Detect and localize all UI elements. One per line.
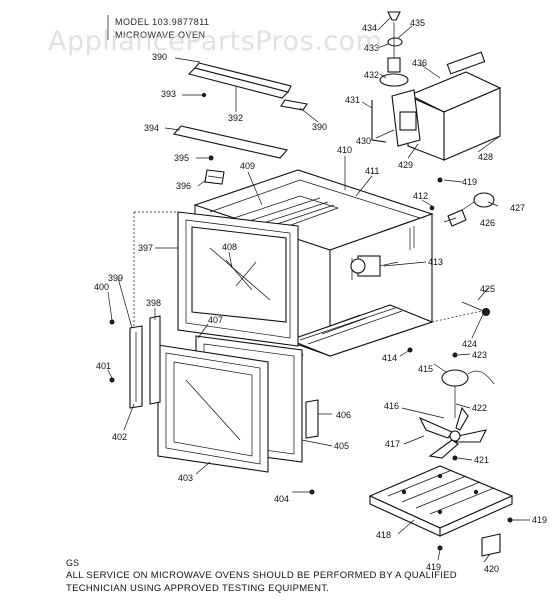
label-404: 404: [274, 494, 289, 504]
label-398: 398: [146, 298, 161, 308]
door-hinge-strip: [129, 315, 161, 409]
label-409: 409: [240, 161, 255, 171]
fan-motor: [441, 369, 495, 418]
trim-end-cap: [280, 99, 308, 111]
label-401: 401: [96, 361, 111, 371]
label-432: 432: [364, 70, 379, 80]
label-424: 424: [462, 339, 477, 349]
door-frame: [177, 211, 299, 347]
label-415: 415: [418, 364, 433, 374]
label-419-top: 419: [462, 177, 477, 187]
label-427: 427: [510, 203, 525, 213]
label-390-right: 390: [312, 122, 327, 132]
top-trim-rail: [187, 62, 292, 99]
fan-blade: [418, 406, 488, 459]
stirrer-motor: [350, 255, 399, 277]
label-430: 430: [356, 136, 371, 146]
label-431: 431: [345, 95, 360, 105]
leader-lines: [107, 17, 530, 563]
door-panel: [157, 344, 269, 473]
label-418: 418: [376, 530, 391, 540]
label-423: 423: [472, 350, 487, 360]
label-390-top: 390: [152, 52, 167, 62]
waveguide-rod: [371, 100, 387, 143]
label-435: 435: [410, 18, 425, 28]
label-420: 420: [484, 564, 499, 574]
trim-panel: [172, 125, 289, 159]
service-note-line-2: TECHNICIAN USING APPROVED TESTING EQUIPM…: [66, 583, 329, 594]
label-419-right: 419: [532, 515, 547, 525]
label-412: 412: [413, 191, 428, 201]
label-393: 393: [161, 89, 176, 99]
screw-393: [201, 92, 207, 98]
label-429: 429: [398, 160, 413, 170]
service-note-line-1: ALL SERVICE ON MICROWAVE OVENS SHOULD BE…: [66, 570, 457, 581]
label-400: 400: [94, 282, 109, 292]
label-422: 422: [472, 403, 487, 413]
screw-419-bottom: [437, 545, 443, 551]
label-392: 392: [228, 113, 243, 123]
screw-412: [429, 205, 435, 211]
label-395: 395: [174, 153, 189, 163]
screw-404: [309, 489, 315, 495]
label-414: 414: [382, 353, 397, 363]
label-407: 407: [208, 315, 223, 325]
label-396: 396: [176, 181, 191, 191]
control-housing: [407, 51, 502, 161]
small-bracket: [204, 169, 225, 185]
label-408: 408: [222, 242, 237, 252]
label-399: 399: [108, 273, 123, 283]
label-419-bottom: 419: [426, 562, 441, 572]
label-410: 410: [337, 145, 352, 155]
lamp-socket: [447, 209, 467, 227]
label-428: 428: [478, 152, 493, 162]
label-403: 403: [178, 473, 193, 483]
label-405: 405: [334, 441, 349, 451]
screw-421: [452, 455, 458, 461]
oven-lamp: [461, 192, 495, 211]
label-426: 426: [480, 218, 495, 228]
screw-419-top: [437, 177, 443, 183]
part-labels: 390 393 392 390 394 395 396 409 397 408 …: [94, 18, 547, 574]
screw-400: [109, 319, 115, 325]
screw-401: [109, 377, 115, 383]
magnetron-assembly: [391, 89, 421, 147]
label-416: 416: [384, 401, 399, 411]
model-number: MODEL 103.9877811: [115, 17, 210, 27]
label-417: 417: [385, 439, 400, 449]
label-413: 413: [428, 257, 443, 267]
antenna-stack: [379, 11, 409, 87]
door-latch: [305, 399, 319, 439]
label-425: 425: [480, 284, 495, 294]
label-402: 402: [112, 432, 127, 442]
label-394: 394: [144, 123, 159, 133]
watermark-text: AppliancePartsPros.com: [48, 26, 382, 57]
diagram-code: GS: [66, 558, 79, 568]
label-406: 406: [336, 410, 351, 420]
label-411: 411: [365, 166, 379, 176]
label-433: 433: [364, 43, 379, 53]
base-cover-plate: [481, 533, 501, 557]
base-plate: [368, 465, 514, 537]
screw-395: [208, 155, 214, 161]
label-434: 434: [362, 23, 377, 33]
label-436: 436: [412, 58, 427, 68]
screw-423: [452, 352, 458, 358]
diagram-subtitle: MICROWAVE OVEN: [115, 30, 206, 40]
label-397: 397: [138, 243, 153, 253]
screw-419-right: [507, 517, 513, 523]
label-421: 421: [474, 455, 489, 465]
